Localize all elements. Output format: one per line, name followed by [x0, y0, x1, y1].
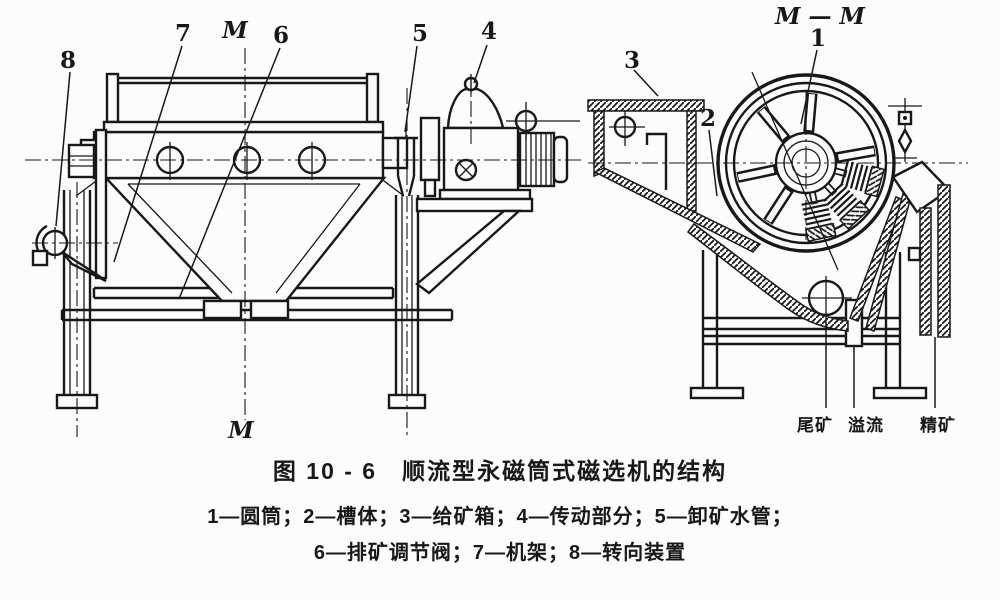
- gear-housing-dome: [446, 87, 505, 130]
- leader-lines: [55, 44, 936, 408]
- drive-unit: [415, 74, 569, 295]
- flow-label-overflow: 溢流: [848, 415, 884, 435]
- flow-label-concentrate: 精矿: [920, 415, 956, 435]
- feed-box: [587, 99, 762, 253]
- section-view: [587, 71, 951, 400]
- section-mark-top: M: [221, 17, 249, 44]
- drum-spokes: [736, 92, 885, 243]
- magnet-system: [801, 160, 885, 243]
- figure-legend-line2: 6—排矿调节阀；7—机架；8—转向装置: [313, 542, 687, 564]
- discharge-valve: [202, 299, 243, 320]
- concentrate-chute: [891, 160, 951, 338]
- section-trace-line: [751, 71, 839, 271]
- figure-legend-line1: 1—圆筒；2—槽体；3—给矿箱；4—传动部分；5—卸矿水管；: [207, 506, 793, 528]
- drive-bench: [415, 197, 534, 213]
- tailings-pipe: [802, 276, 852, 322]
- part-label-1: 1: [810, 25, 826, 52]
- side-view: [31, 72, 569, 410]
- adjuster-detail: [888, 98, 922, 162]
- figure-caption: 图 10 - 6 顺流型永磁筒式磁选机的结构: [272, 458, 728, 484]
- part-label-6: 6: [273, 22, 289, 49]
- bearing-pedestal: [419, 116, 441, 182]
- flow-label-tailings: 尾矿: [797, 415, 833, 435]
- drum-cylinder-side: [102, 72, 385, 134]
- section-mark-bottom: M: [227, 417, 255, 444]
- gearbox: [442, 126, 520, 192]
- part-label-8: 8: [60, 47, 76, 74]
- bench-strut: [415, 209, 523, 295]
- frame-legs: [55, 177, 427, 410]
- part-label-2: 2: [700, 105, 716, 132]
- steering-device: [31, 128, 108, 283]
- part-label-7: 7: [175, 20, 191, 47]
- tank-wall-section: [686, 222, 849, 332]
- centerlines: [25, 48, 968, 437]
- part-label-3: 3: [624, 47, 640, 74]
- section-view-title: M — M: [774, 3, 866, 30]
- part-label-5: 5: [412, 20, 428, 47]
- part-label-4: 4: [481, 18, 497, 45]
